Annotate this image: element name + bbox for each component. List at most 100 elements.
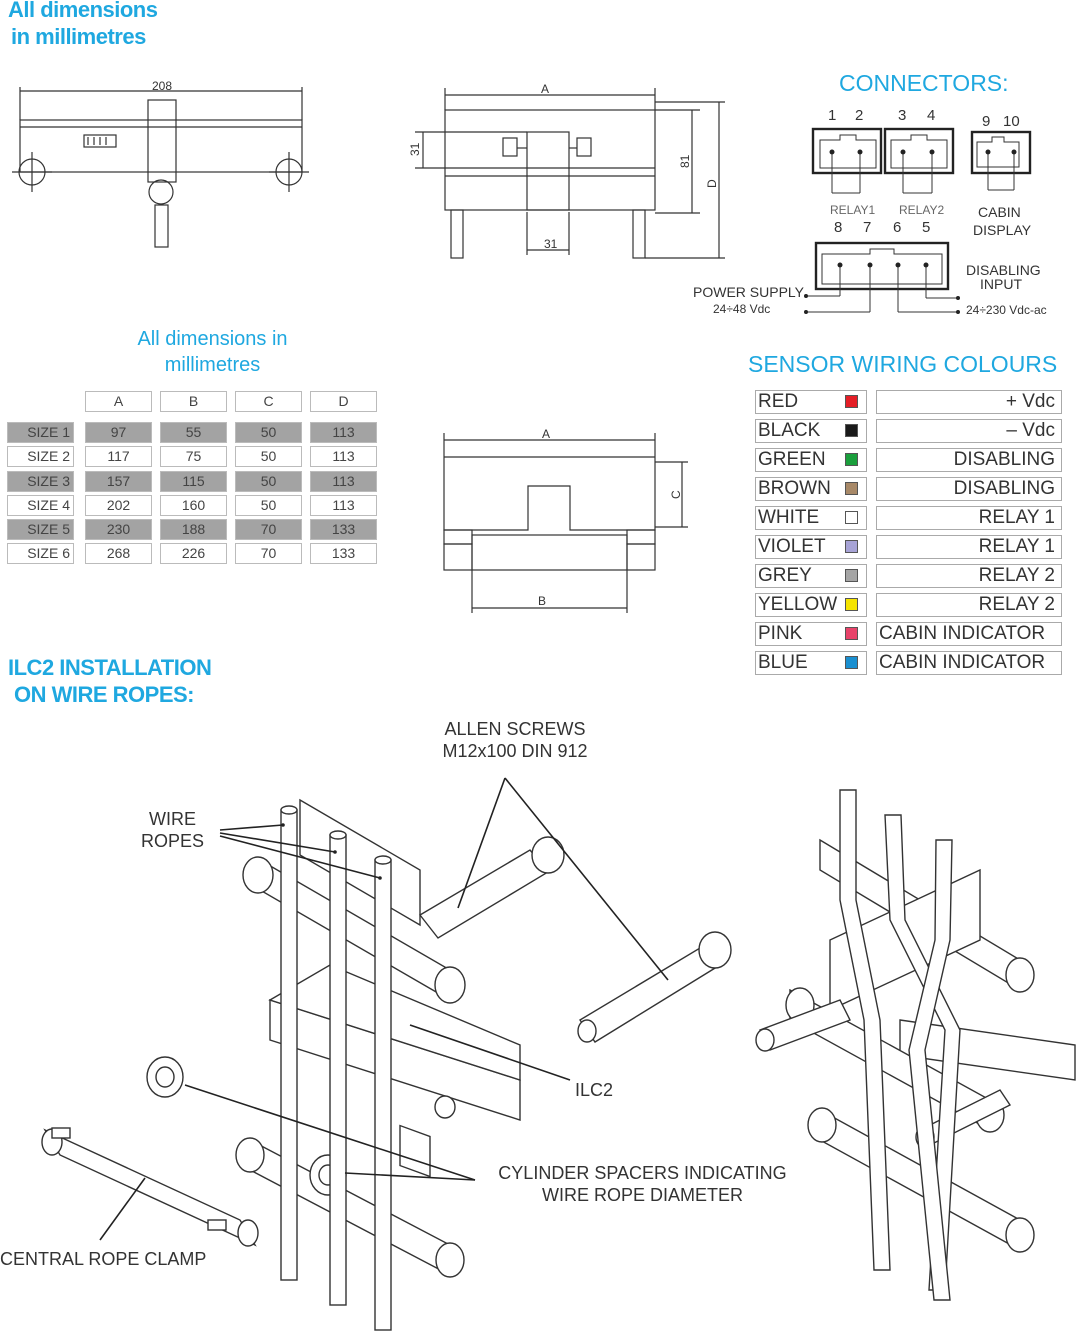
size-cell: 50 <box>235 495 302 516</box>
size-table-title-line2: millimetres <box>164 354 261 376</box>
size-cell: 226 <box>160 543 227 564</box>
cabin-label-line1: CABIN <box>978 204 1021 220</box>
size-cell: 70 <box>235 519 302 540</box>
dim-A-side: A <box>542 427 550 441</box>
size-col-D: D <box>310 391 377 412</box>
installation-title-line1: ILC2 INSTALLATION <box>8 655 212 680</box>
cylinder-spacers-label: CYLINDER SPACERS INDICATING WIRE ROPE DI… <box>480 1162 805 1206</box>
size-cell: 113 <box>310 446 377 467</box>
size-cell: 50 <box>235 446 302 467</box>
color-swatch <box>845 569 858 582</box>
pin-5: 5 <box>922 219 930 236</box>
size-cell: 160 <box>160 495 227 516</box>
disabling-label-line1: DISABLING <box>966 262 1041 278</box>
size-col-B: B <box>160 391 227 412</box>
wire-function: + Vdc <box>876 390 1062 414</box>
relay2-label: RELAY2 <box>899 203 944 217</box>
wire-function: – Vdc <box>876 419 1062 443</box>
installation-title: ILC2 INSTALLATION ON WIRE ROPES: <box>8 654 212 708</box>
size-row-label: SIZE 4 <box>7 495 74 516</box>
power-supply-label: POWER SUPPLY <box>693 284 805 300</box>
dim-B-side: B <box>538 594 546 608</box>
color-swatch <box>845 656 858 669</box>
size-cell: 97 <box>85 422 152 443</box>
allen-screws-label-line1: ALLEN SCREWS <box>444 719 586 739</box>
color-swatch <box>845 395 858 408</box>
size-row-label: SIZE 2 <box>7 446 74 467</box>
wire-ropes-label: WIRE ROPES <box>130 808 215 852</box>
wiring-table: RED + Vdc BLACK – Vdc GREEN DISABLING BR… <box>0 0 1062 675</box>
size-row-label: SIZE 1 <box>7 422 74 443</box>
allen-screws-label-line2: M12x100 DIN 912 <box>442 741 588 761</box>
color-swatch <box>845 453 858 466</box>
connectors-title: CONNECTORS: <box>839 70 1009 96</box>
side-view-drawing: A B C <box>443 427 688 613</box>
dim-C-side: C <box>669 490 683 499</box>
size-col-C: C <box>235 391 302 412</box>
wire-function: RELAY 2 <box>876 593 1062 617</box>
color-swatch <box>845 511 858 524</box>
dim-31-vertical: 31 <box>408 142 422 156</box>
size-table-title-line1: All dimensions in <box>137 328 288 350</box>
size-cell: 55 <box>160 422 227 443</box>
size-cell: 115 <box>160 471 227 492</box>
wire-function: RELAY 2 <box>876 564 1062 588</box>
size-cell: 268 <box>85 543 152 564</box>
pin-2: 2 <box>855 107 863 124</box>
top-view-drawing: 208 <box>12 79 309 248</box>
size-cell: 75 <box>160 446 227 467</box>
allen-screws-label: ALLEN SCREWS M12x100 DIN 912 <box>420 718 610 762</box>
dim-D: D <box>705 179 719 188</box>
power-supply-voltage: 24÷48 Vdc <box>713 302 770 316</box>
installation-drawing <box>41 777 1076 1331</box>
pin-3: 3 <box>898 107 906 124</box>
pin-6: 6 <box>893 219 901 236</box>
size-cell: 113 <box>310 495 377 516</box>
color-swatch <box>845 598 858 611</box>
color-swatch <box>845 424 858 437</box>
wiring-title: SENSOR WIRING COLOURS <box>748 351 1058 377</box>
wire-function: CABIN INDICATOR <box>876 651 1062 675</box>
cylinder-spacers-label-line2: WIRE ROPE DIAMETER <box>541 1185 743 1205</box>
disabling-voltage: 24÷230 Vdc-ac <box>966 303 1047 317</box>
pin-8: 8 <box>834 219 842 236</box>
wire-function: CABIN INDICATOR <box>876 622 1062 646</box>
dim-81: 81 <box>678 154 692 168</box>
wire-ropes-label-line1: WIRE <box>149 809 196 829</box>
color-swatch <box>845 627 858 640</box>
size-table-title: All dimensions in millimetres <box>110 326 315 378</box>
disabling-label-line2: INPUT <box>980 276 1022 292</box>
size-col-A: A <box>85 391 152 412</box>
size-table: A B C D SIZE 1 97 55 50 113 SIZE 2 117 7… <box>0 0 377 564</box>
size-cell: 113 <box>310 471 377 492</box>
size-cell: 50 <box>235 422 302 443</box>
wire-function: RELAY 1 <box>876 506 1062 530</box>
dimensions-note-line2: in millimetres <box>11 24 146 49</box>
wire-function: DISABLING <box>876 477 1062 501</box>
size-cell: 113 <box>310 422 377 443</box>
pin-10: 10 <box>1003 113 1020 130</box>
dimensions-note-top: All dimensions in millimetres <box>8 0 158 50</box>
wire-ropes-label-line2: ROPES <box>140 831 205 851</box>
wire-color-name: PINK <box>755 622 867 646</box>
central-rope-clamp-label: CENTRAL ROPE CLAMP <box>0 1249 207 1269</box>
dimensions-note-line1: All dimensions <box>8 0 158 22</box>
size-cell: 133 <box>310 519 377 540</box>
size-row-label: SIZE 6 <box>7 543 74 564</box>
size-cell: 70 <box>235 543 302 564</box>
relay1-label: RELAY1 <box>830 203 875 217</box>
wire-color-name: BROWN <box>755 477 867 501</box>
size-cell: 188 <box>160 519 227 540</box>
size-cell: 133 <box>310 543 377 564</box>
size-cell: 157 <box>85 471 152 492</box>
pin-9: 9 <box>982 113 990 130</box>
pin-1: 1 <box>828 107 836 124</box>
color-swatch <box>845 482 858 495</box>
wire-color-name: GREY <box>755 564 867 588</box>
wire-function: RELAY 1 <box>876 535 1062 559</box>
pin-4: 4 <box>927 107 935 124</box>
front-view-drawing: A 31 31 81 D <box>408 82 725 259</box>
dim-31-horizontal: 31 <box>544 237 558 251</box>
installation-title-line2: ON WIRE ROPES: <box>14 682 195 707</box>
size-row-label: SIZE 5 <box>7 519 74 540</box>
